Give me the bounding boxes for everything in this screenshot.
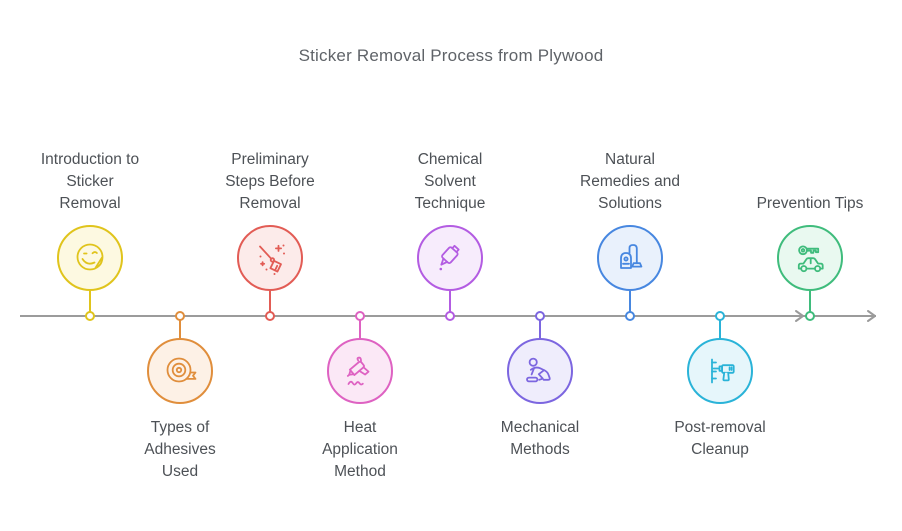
connector-stem (449, 291, 451, 316)
connector-stem (809, 291, 811, 316)
timeline-node (355, 311, 365, 321)
milestone-circle (327, 338, 393, 404)
milestone-label: Mechanical Methods (500, 419, 580, 458)
page-title: Sticker Removal Process from Plywood (298, 46, 604, 65)
vacuum-cleaner-icon (620, 244, 643, 269)
timeline-node (805, 311, 815, 321)
timeline-node (715, 311, 725, 321)
milestone-circle (687, 338, 753, 404)
milestone-label: Types of Adhesives Used (144, 419, 216, 480)
drill-icon (711, 358, 735, 384)
connector-stem (359, 316, 361, 338)
car-key-icon (797, 245, 824, 273)
connector-stem (269, 291, 271, 316)
timeline-node (175, 311, 185, 321)
milestone-label: Post-removal Cleanup (674, 419, 766, 458)
timeline-arrowhead-icon (867, 310, 876, 322)
milestone-label: Natural Remedies and Solutions (580, 151, 680, 212)
timeline-arrowhead-icon (795, 310, 804, 322)
milestone-circle (597, 225, 663, 291)
timeline-node (445, 311, 455, 321)
broom-sweep-icon (259, 244, 285, 275)
timeline-node (85, 311, 95, 321)
milestone-label: Heat Application Method (322, 419, 398, 480)
connector-stem (719, 316, 721, 338)
tape-roll-icon (166, 357, 197, 383)
milestone-circle (417, 225, 483, 291)
timeline-node (625, 311, 635, 321)
connector-stem (89, 291, 91, 316)
glue-gun-icon (346, 356, 370, 386)
milestone-circle (237, 225, 303, 291)
sticker-smiley-icon (76, 243, 104, 271)
connector-stem (179, 316, 181, 338)
milestone-label: Introduction to Sticker Removal (40, 151, 140, 212)
timeline-node (535, 311, 545, 321)
milestone-label: Prevention Tips (756, 195, 864, 212)
milestone-circle (507, 338, 573, 404)
milestone-circle (147, 338, 213, 404)
connector-stem (539, 316, 541, 338)
solvent-bottle-icon (439, 244, 460, 271)
timeline-node (265, 311, 275, 321)
milestone-circle (777, 225, 843, 291)
milestone-label: Preliminary Steps Before Removal (225, 151, 315, 212)
connector-stem (629, 291, 631, 316)
milestone-label: Chemical Solvent Technique (414, 151, 486, 212)
milestone-circle (57, 225, 123, 291)
person-scrubbing-icon (526, 357, 551, 383)
